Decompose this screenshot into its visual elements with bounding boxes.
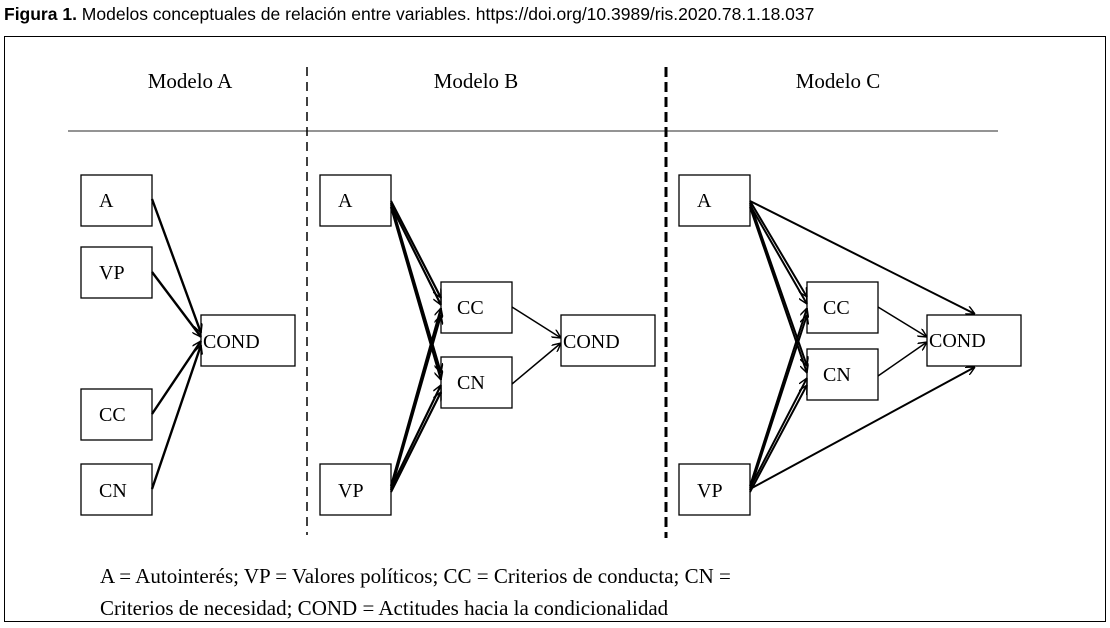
node-b-cond — [560, 314, 656, 367]
node-c-criterios-conducta — [806, 281, 879, 334]
arrow-b-cn-cond — [511, 343, 561, 385]
node-c-criterios-necesidad-label: CN — [823, 364, 851, 386]
arrow-b-vp-cc-2 — [389, 315, 441, 491]
arrow-c-cn-cond — [877, 342, 927, 377]
arrow-c-a-cc-1 — [749, 200, 808, 297]
arrow-c-a-cond — [749, 200, 975, 315]
arrow-c-vp-cn-1 — [749, 378, 808, 489]
figure-label: Figura 1. — [4, 4, 77, 24]
node-b-autointeres — [319, 174, 392, 227]
node-a-criterios-conducta — [80, 388, 153, 441]
arrow-c-cc-cond — [877, 306, 927, 337]
arrow-c-vp-cond — [749, 366, 975, 490]
model-c: A VP CC CN COND — [678, 174, 1022, 516]
arrow-b-a-cn-2 — [389, 206, 441, 380]
arrow-b-a-cc-2 — [390, 204, 442, 305]
node-a-criterios-necesidad — [80, 463, 153, 516]
arrow-b-vp-cc-1 — [389, 308, 441, 487]
node-b-valores-politicos-label: VP — [338, 480, 364, 502]
node-a-autointeres — [80, 174, 153, 227]
node-b-criterios-necesidad-label: CN — [457, 372, 485, 394]
model-b-title: Modelo B — [434, 69, 519, 93]
model-c-title: Modelo C — [796, 69, 881, 93]
node-c-cond-label: COND — [929, 330, 986, 352]
node-b-autointeres-label: A — [338, 190, 353, 212]
node-c-autointeres-label: A — [697, 190, 712, 212]
legend-line-2: Criterios de necesidad; COND = Actitudes… — [100, 596, 669, 620]
arrow-b-cc-cond — [511, 306, 561, 338]
model-b: A VP CC CN COND — [319, 174, 656, 516]
arrow-c-vp-cc-1 — [749, 308, 807, 487]
node-a-cond — [200, 314, 296, 367]
arrow-a-cc-cond — [151, 341, 202, 415]
arrow-b-vp-cn-1 — [390, 385, 442, 489]
node-b-criterios-conducta-label: CC — [457, 297, 484, 319]
figure-caption-text: Modelos conceptuales de relación entre v… — [76, 4, 815, 24]
arrow-b-vp-cn-2 — [390, 392, 442, 493]
legend: A = Autointerés; VP = Valores políticos;… — [100, 560, 1000, 624]
node-c-cond — [926, 314, 1022, 367]
model-a-title: Modelo A — [148, 69, 233, 93]
node-a-autointeres-label: A — [99, 190, 114, 212]
arrow-c-vp-cn-2 — [749, 385, 808, 493]
model-a: A VP CC CN COND — [80, 174, 296, 516]
arrow-a-vp-cond — [151, 271, 201, 337]
node-a-valores-politicos-label: VP — [99, 262, 125, 284]
node-b-cond-label: COND — [563, 331, 620, 353]
figure-caption: Figura 1. Modelos conceptuales de relaci… — [4, 4, 814, 25]
node-b-valores-politicos — [319, 463, 392, 516]
node-a-criterios-necesidad-label: CN — [99, 480, 127, 502]
node-b-criterios-necesidad — [440, 356, 513, 409]
legend-line-1: A = Autointerés; VP = Valores políticos;… — [100, 564, 731, 588]
figure-frame — [4, 36, 1106, 622]
node-c-criterios-conducta-label: CC — [823, 297, 850, 319]
arrow-a-cn-cond — [150, 345, 201, 490]
node-c-valores-politicos-label: VP — [697, 480, 723, 502]
arrow-a-a-cond — [150, 198, 201, 333]
node-a-criterios-conducta-label: CC — [99, 404, 126, 426]
node-a-cond-label: COND — [203, 331, 260, 353]
arrow-c-a-cc-2 — [749, 204, 808, 304]
node-c-autointeres — [678, 174, 751, 227]
node-a-valores-politicos — [80, 246, 153, 299]
arrow-c-vp-cc-2 — [749, 315, 807, 491]
arrow-b-a-cc-1 — [390, 200, 442, 298]
node-c-criterios-necesidad — [806, 348, 879, 401]
